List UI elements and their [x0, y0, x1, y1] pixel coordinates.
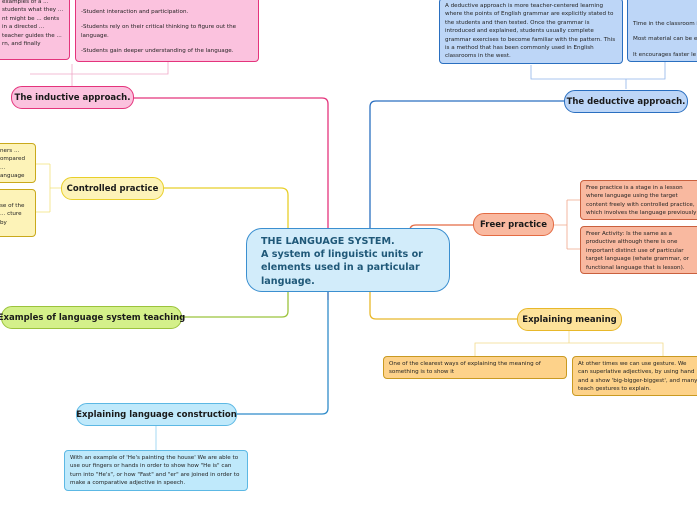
topic-inductive-approach[interactable]: The inductive approach.: [11, 86, 134, 109]
freer-note-1-text: Free practice is a stage in a lesson whe…: [586, 185, 697, 219]
topic-inductive-label: The inductive approach.: [14, 92, 131, 103]
freer-note-2-text: Freer Activity: Is the same as a product…: [586, 231, 689, 271]
topic-meaning-label: Explaining meaning: [522, 314, 617, 325]
topic-controlled-label: Controlled practice: [66, 183, 159, 194]
deductive-benefit-3: It encourages faster le: [633, 51, 697, 58]
controlled-note-2-text: se of the ... cture by: [0, 203, 25, 226]
freer-note-2[interactable]: Freer Activity: Is the same as a product…: [580, 226, 697, 274]
controlled-note-1-text: ners ... ompared ... anguage: [0, 148, 26, 180]
meaning-note-2-text: At other times we can use gesture. We ca…: [578, 361, 697, 393]
inductive-benefit-3: -Students gain deeper understanding of t…: [81, 48, 234, 55]
topic-construction-label: Explaining language construction: [76, 409, 237, 420]
inductive-benefit-1: -Student interaction and participation.: [81, 9, 189, 15]
meaning-note-2[interactable]: At other times we can use gesture. We ca…: [572, 356, 697, 396]
topic-examples[interactable]: Examples of language system teaching: [0, 306, 186, 329]
topic-freer-practice[interactable]: Freer practice: [473, 213, 554, 236]
construction-note-text: With an example of 'He's painting the ho…: [70, 455, 240, 487]
freer-note-1[interactable]: Free practice is a stage in a lesson whe…: [580, 180, 697, 220]
central-subtitle: A system of linguistic units or elements…: [261, 249, 423, 287]
topic-deductive-label: The deductive approach.: [566, 96, 686, 107]
deductive-note[interactable]: A deductive approach is more teacher-cen…: [439, 0, 623, 64]
inductive-benefit-2: -Students rely on their critical thinkin…: [81, 24, 237, 39]
central-topic[interactable]: THE LANGUAGE SYSTEM. A system of linguis…: [246, 228, 450, 292]
topic-language-construction[interactable]: Explaining language construction: [76, 403, 237, 426]
meaning-note-1-text: One of the clearest ways of explaining t…: [389, 361, 541, 376]
deductive-benefit-1: Time in the classroom i: [633, 21, 697, 27]
deductive-note-text: A deductive approach is more teacher-cen…: [445, 3, 616, 60]
construction-note[interactable]: With an example of 'He's painting the ho…: [64, 450, 248, 491]
topic-controlled-practice[interactable]: Controlled practice: [61, 177, 164, 200]
controlled-note-1[interactable]: ners ... ompared ... anguage: [0, 143, 36, 183]
topic-freer-label: Freer practice: [480, 219, 547, 230]
central-title: THE LANGUAGE SYSTEM.: [261, 236, 395, 247]
topic-deductive-approach[interactable]: The deductive approach.: [564, 90, 688, 113]
controlled-note-2[interactable]: se of the ... cture by: [0, 189, 36, 237]
topic-explaining-meaning[interactable]: Explaining meaning: [517, 308, 622, 331]
inductive-left-note[interactable]: examples of a ... students what they ...…: [0, 0, 70, 60]
topic-examples-label: Examples of language system teaching: [0, 312, 186, 323]
deductive-benefits-note[interactable]: Time in the classroom i Most material ca…: [627, 0, 697, 62]
inductive-left-note-text: examples of a ... students what they ...…: [2, 0, 64, 47]
meaning-note-1[interactable]: One of the clearest ways of explaining t…: [383, 356, 567, 379]
inductive-benefits-note[interactable]: -Student interaction and participation. …: [75, 0, 259, 62]
deductive-benefit-2: Most material can be e: [633, 36, 697, 43]
